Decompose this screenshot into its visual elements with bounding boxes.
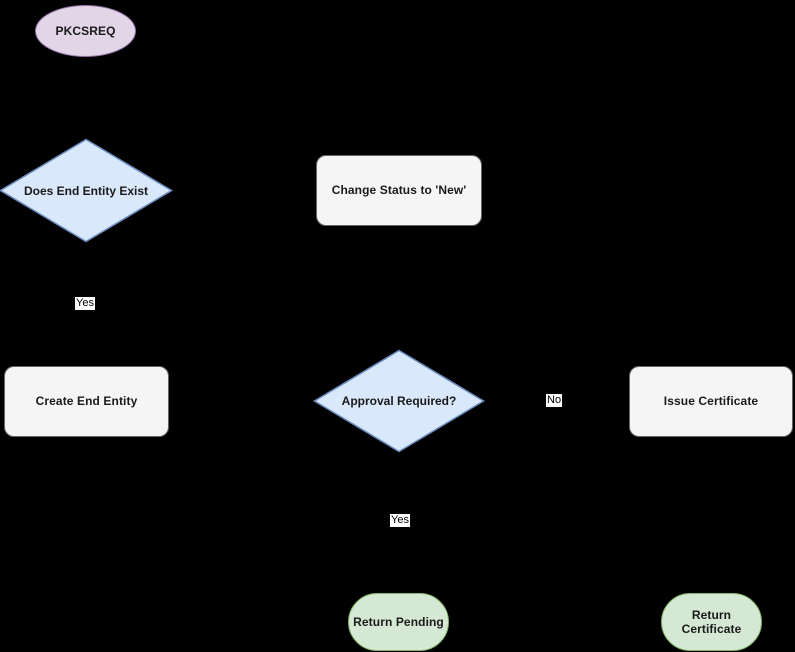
edge-label-yes-approval: Yes xyxy=(390,514,410,527)
edge-label-yes-exists: Yes xyxy=(75,297,95,310)
node-return-pending-label: Return Pending xyxy=(353,614,444,629)
node-issue-certificate[interactable]: Issue Certificate xyxy=(629,366,793,437)
node-change-status-to-new[interactable]: Change Status to 'New' xyxy=(316,155,482,226)
node-approval-required[interactable]: Approval Required? xyxy=(313,349,485,453)
node-return-pending[interactable]: Return Pending xyxy=(348,593,449,651)
node-return-certificate-label: Return Certificate xyxy=(681,607,742,636)
node-pkcsreq[interactable]: PKCSREQ xyxy=(35,5,136,57)
node-return-certificate[interactable]: Return Certificate xyxy=(661,593,762,651)
node-issue-certificate-label: Issue Certificate xyxy=(663,394,759,409)
node-pkcsreq-label: PKCSREQ xyxy=(55,23,116,38)
node-does-end-entity-exist[interactable]: Does End Entity Exist xyxy=(0,138,173,243)
diamond-shape-icon xyxy=(0,138,173,243)
node-create-end-entity-label: Create End Entity xyxy=(35,394,138,409)
node-create-end-entity[interactable]: Create End Entity xyxy=(4,366,169,437)
node-change-status-to-new-label: Change Status to 'New' xyxy=(331,183,467,198)
edge-label-no-approval: No xyxy=(546,394,563,407)
diamond-shape-icon xyxy=(313,349,485,453)
